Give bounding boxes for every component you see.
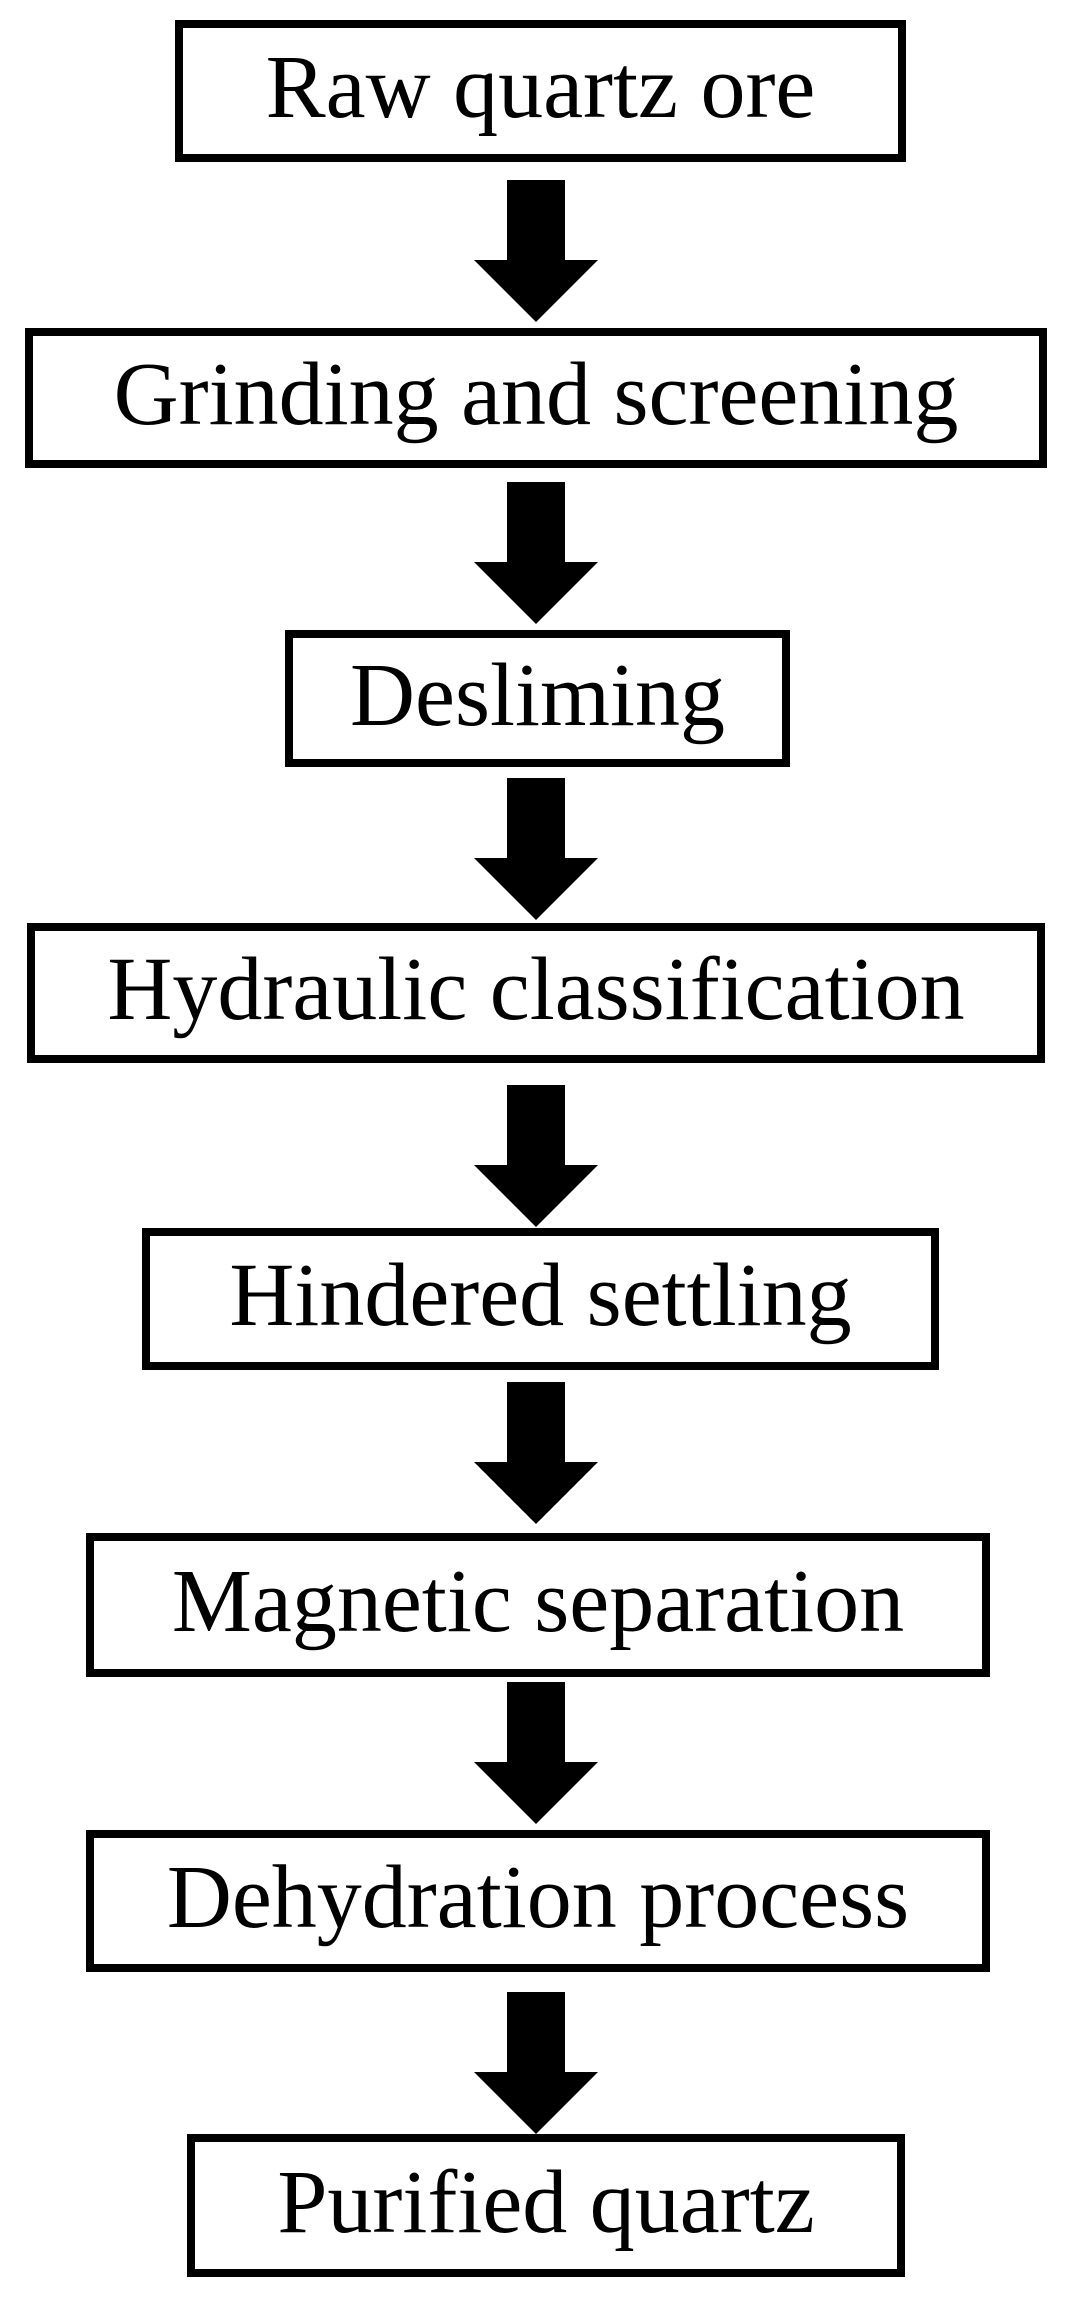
step-box-magnetic-separation: Magnetic separation [86,1533,990,1677]
down-arrow-icon [474,1682,598,1824]
step-box-hindered-settling: Hindered settling [142,1228,939,1370]
down-arrow-icon [474,482,598,624]
step-label-hydraulic-classification: Hydraulic classification [107,940,965,1039]
step-box-purified-quartz: Purified quartz [187,2134,905,2277]
down-arrow-icon [474,1085,598,1227]
step-box-dehydration-process: Dehydration process [86,1830,990,1972]
step-box-grinding-and-screening: Grinding and screening [25,328,1047,468]
step-label-hindered-settling: Hindered settling [229,1246,852,1345]
step-label-desliming: Desliming [350,645,725,745]
step-box-hydraulic-classification: Hydraulic classification [27,923,1045,1063]
down-arrow-icon [474,778,598,920]
step-label-dehydration-process: Dehydration process [166,1848,910,1947]
step-label-magnetic-separation: Magnetic separation [171,1552,905,1651]
down-arrow-icon [474,180,598,322]
step-label-purified-quartz: Purified quartz [277,2152,815,2252]
down-arrow-icon [474,1382,598,1524]
step-label-raw-quartz-ore: Raw quartz ore [265,38,816,137]
step-box-raw-quartz-ore: Raw quartz ore [175,20,906,162]
step-box-desliming: Desliming [285,630,790,767]
down-arrow-icon [474,1992,598,2134]
step-label-grinding-and-screening: Grinding and screening [113,345,959,444]
